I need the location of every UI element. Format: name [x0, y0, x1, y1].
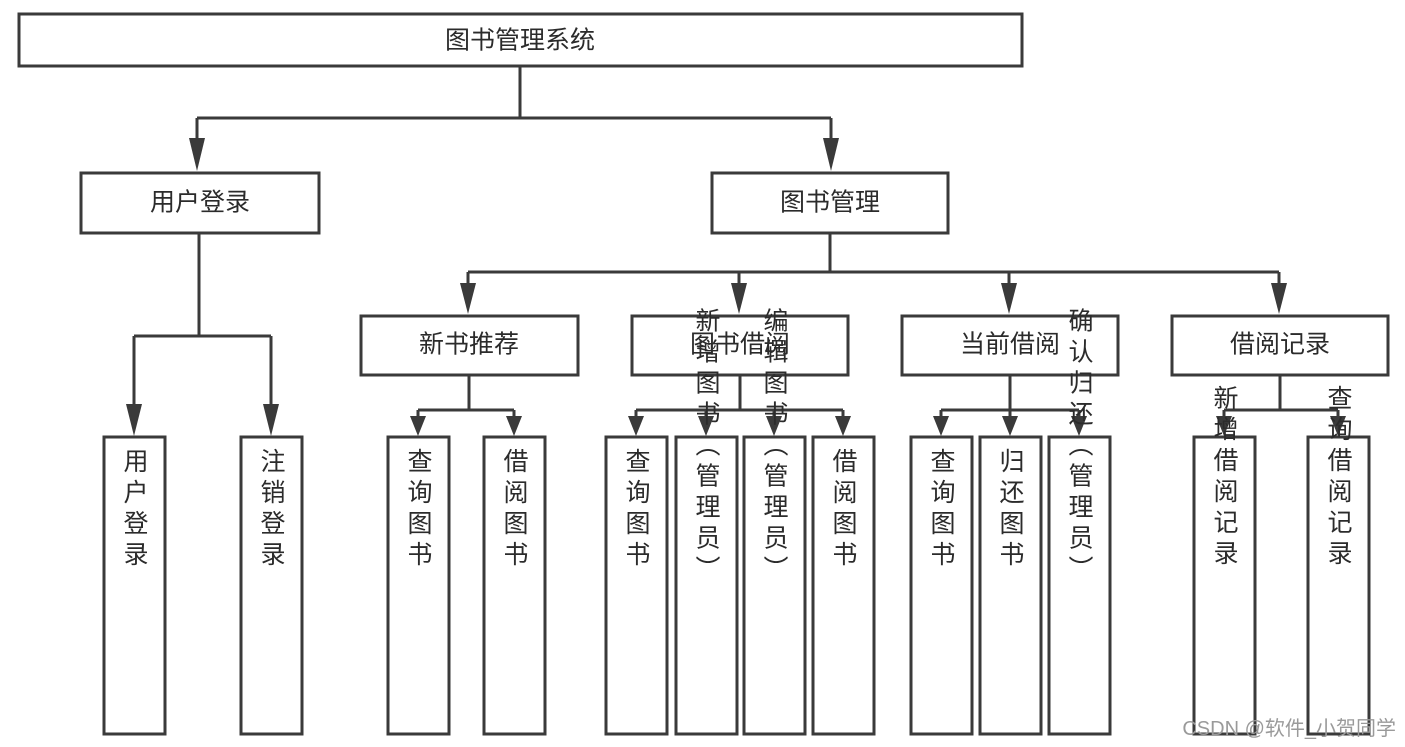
arrow-head-user-login	[189, 138, 205, 171]
node-leaf-query-record[interactable]: 查询借阅记录	[1306, 385, 1371, 736]
node-leaf-query-book-2-box[interactable]	[604, 435, 669, 736]
arrow-head-leaf-return-book	[1002, 416, 1018, 436]
node-leaf-return-book-label: 归还图书	[996, 448, 1025, 572]
connector-layer	[126, 66, 1346, 436]
node-user-login-box[interactable]	[79, 171, 321, 235]
node-leaf-return-book-box[interactable]	[978, 435, 1043, 736]
arrow-head-borrow-record	[1271, 283, 1287, 314]
node-leaf-add-record-label: 新增借阅记录	[1210, 385, 1239, 571]
watermark-label: CSDN @软件_小贺同学	[1182, 717, 1396, 740]
node-root-box[interactable]	[17, 12, 1024, 68]
node-current-borrow-box[interactable]	[900, 314, 1120, 377]
arrow-head-leaf-user-login	[126, 404, 142, 436]
node-book-management[interactable]: 图书管理	[710, 171, 950, 235]
node-book-borrow[interactable]: 图书借阅	[630, 314, 850, 377]
arrow-head-leaf-query-book-1	[410, 416, 426, 436]
node-borrow-record-label: 借阅记录	[1230, 331, 1330, 359]
arrow-head-leaf-edit-book	[766, 416, 782, 436]
node-new-book-recommend[interactable]: 新书推荐	[359, 314, 580, 377]
node-leaf-user-login-label: 用户登录	[120, 448, 149, 572]
arrow-head-leaf-borrow-book-1	[506, 416, 522, 436]
node-leaf-query-book-1-box[interactable]	[386, 435, 451, 736]
node-leaf-user-logout-box[interactable]	[239, 435, 304, 736]
node-user-login-label: 用户登录	[150, 189, 250, 217]
node-leaf-confirm-return-label: 确认归还（管理员）	[1065, 308, 1094, 587]
node-root-label: 图书管理系统	[445, 27, 595, 55]
node-borrow-record[interactable]: 借阅记录	[1170, 314, 1390, 377]
arrow-head-leaf-confirm-return	[1071, 416, 1087, 436]
node-book-management-label: 图书管理	[780, 189, 880, 217]
node-leaf-add-record-box[interactable]	[1192, 435, 1257, 736]
node-leaf-confirm-return[interactable]: 确认归还（管理员）	[1047, 308, 1112, 736]
arrow-head-leaf-query-record	[1330, 416, 1346, 436]
node-leaf-confirm-return-box[interactable]	[1047, 435, 1112, 736]
node-user-login[interactable]: 用户登录	[79, 171, 321, 235]
node-leaf-query-book-3-label: 查询图书	[927, 448, 956, 572]
node-leaf-query-record-box[interactable]	[1306, 435, 1371, 736]
node-leaf-user-login-box[interactable]	[102, 435, 167, 736]
node-new-book-recommend-box[interactable]	[359, 314, 580, 377]
node-leaf-query-book-3-box[interactable]	[909, 435, 974, 736]
arrow-head-new-book-recommend	[460, 283, 476, 314]
node-current-borrow-label: 当前借阅	[960, 331, 1060, 359]
node-leaf-borrow-book-1-label: 借阅图书	[500, 448, 529, 572]
arrow-head-current-borrow	[1001, 283, 1017, 314]
node-leaf-query-record-label: 查询借阅记录	[1324, 385, 1353, 571]
arrow-head-leaf-user-logout	[263, 404, 279, 436]
node-leaf-borrow-book-1-box[interactable]	[482, 435, 547, 736]
node-leaf-user-logout[interactable]: 注销登录	[239, 435, 304, 736]
arrow-head-leaf-add-book	[698, 416, 714, 436]
node-leaf-query-book-3[interactable]: 查询图书	[909, 435, 974, 736]
arrow-head-leaf-query-book-2	[628, 416, 644, 436]
arrow-head-leaf-add-record	[1216, 416, 1232, 436]
node-book-borrow-box[interactable]	[630, 314, 850, 377]
node-leaf-query-book-1-label: 查询图书	[404, 448, 433, 572]
node-leaf-add-book-box[interactable]	[674, 435, 739, 736]
node-leaf-edit-book-box[interactable]	[742, 435, 807, 736]
arrow-head-book-management	[823, 138, 839, 171]
node-leaf-add-book-label: 新增图书（管理员）	[692, 308, 721, 587]
node-leaf-return-book[interactable]: 归还图书	[978, 435, 1043, 736]
node-book-management-box[interactable]	[710, 171, 950, 235]
node-leaf-borrow-book-2-label: 借阅图书	[829, 448, 858, 572]
node-leaf-user-login[interactable]: 用户登录	[102, 435, 167, 736]
node-book-borrow-label: 图书借阅	[690, 331, 790, 359]
node-leaf-edit-book[interactable]: 编辑图书（管理员）	[742, 308, 807, 736]
node-leaf-add-book[interactable]: 新增图书（管理员）	[674, 308, 739, 736]
node-root[interactable]: 图书管理系统	[17, 12, 1024, 68]
arrow-head-book-borrow	[731, 283, 747, 314]
node-leaf-add-record[interactable]: 新增借阅记录	[1192, 385, 1257, 736]
node-leaf-query-book-1[interactable]: 查询图书	[386, 435, 451, 736]
node-new-book-recommend-label: 新书推荐	[419, 331, 519, 359]
node-borrow-record-box[interactable]	[1170, 314, 1390, 377]
arrow-head-leaf-borrow-book-2	[835, 416, 851, 436]
node-leaf-user-logout-label: 注销登录	[257, 448, 286, 572]
node-leaf-query-book-2[interactable]: 查询图书	[604, 435, 669, 736]
node-leaf-borrow-book-2-box[interactable]	[811, 435, 876, 736]
arrow-head-leaf-query-book-3	[933, 416, 949, 436]
node-leaf-borrow-book-1[interactable]: 借阅图书	[482, 435, 547, 736]
node-leaf-query-book-2-label: 查询图书	[622, 448, 651, 572]
node-current-borrow[interactable]: 当前借阅	[900, 314, 1120, 377]
node-leaf-borrow-book-2[interactable]: 借阅图书	[811, 435, 876, 736]
node-leaf-edit-book-label: 编辑图书（管理员）	[760, 308, 789, 587]
